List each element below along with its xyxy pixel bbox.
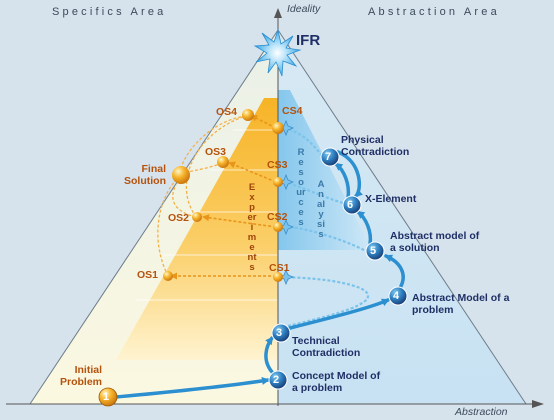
step-3-node [271,323,291,343]
experiments-vertical-label: Experiments [247,182,257,273]
cs3-point [273,177,283,187]
os2-point [192,212,202,222]
analysis-vertical-label: Analysis [317,179,325,240]
experiments-area [116,98,278,360]
step-1-label: Initial Problem [59,364,102,388]
cs3-label: CS3 [267,159,288,171]
ideality-axis-arrowhead [274,8,282,18]
os1-to-final-link [157,179,177,277]
step-1-number: 1 [103,391,110,403]
step-7-node [320,147,340,167]
step-5-node [365,241,385,261]
step-4-label: Abstract Model of a problem [412,292,510,316]
cs2-to-os2-link [202,214,277,228]
resources-vertical-label: Resources [296,147,306,228]
step-2-node [268,370,288,390]
step6-to-cs3-link [282,179,344,205]
step-1-node [98,387,118,407]
step3-to-cs1-link [282,273,370,328]
ideality-axis-label: Ideality [287,3,321,15]
cs2-point [273,222,283,232]
os3-label: OS3 [205,146,227,158]
step-2-number: 2 [273,374,280,386]
cs4-to-os4-link [250,115,277,129]
step-7-label: Physical Contradiction [341,134,410,158]
os3-point [217,156,229,168]
step5-to-step6-arrow [356,210,373,246]
os1-label: OS1 [137,269,159,281]
cs3-to-os3-link [228,161,277,183]
left-edge [29,29,279,405]
right-edge [277,29,527,405]
step6-to-step7-arrow [334,162,351,200]
step-2-label: Concept Model of a problem [292,370,381,394]
step7-loop-arrow [336,150,364,198]
specifics-area-title: Specifics Area [52,6,167,18]
cs4-label: CS4 [282,105,303,117]
os2-to-final-link [172,184,197,218]
os4-label: OS4 [216,106,238,118]
step2-to-step3-arrow [264,336,274,374]
step-4-node [388,286,408,306]
final-solution-label: Final Solution [124,163,166,187]
cs4-point [272,122,284,134]
step-6-label: X-Element [365,193,417,205]
cs1-point [273,272,283,282]
step1-to-step2-arrow [114,376,270,399]
os1-point [163,271,173,281]
step-3-number: 3 [276,327,283,339]
os2-label: OS2 [168,212,190,224]
ifr-star-icon [253,28,302,77]
step4-to-step5-arrow [384,254,405,290]
step-4-number: 4 [393,290,400,302]
step-6-number: 6 [347,199,354,211]
abstraction-axis-arrowhead [532,400,544,408]
step-5-label: Abstract model of a solution [390,230,480,254]
step7-to-cs4-link [282,125,323,157]
ifr-label: IFR [296,32,321,49]
abstraction-axis-label: Abstraction [455,406,508,418]
abstraction-area-title: Abstraction Area [368,6,500,18]
step3-to-step4-arrow [288,298,390,330]
step-5-number: 5 [370,245,377,257]
step-3-label: Technical Contradiction [292,335,361,359]
cs2-label: CS2 [267,211,288,223]
os4-to-final-link [181,115,247,166]
os4-point [242,109,254,121]
cs1-label: CS1 [269,262,290,274]
final-solution-point [172,166,190,184]
step-6-node [342,195,362,215]
os3-to-final-link [187,162,223,173]
os2-to-os4-link [185,115,247,218]
step-7-number: 7 [325,151,332,163]
